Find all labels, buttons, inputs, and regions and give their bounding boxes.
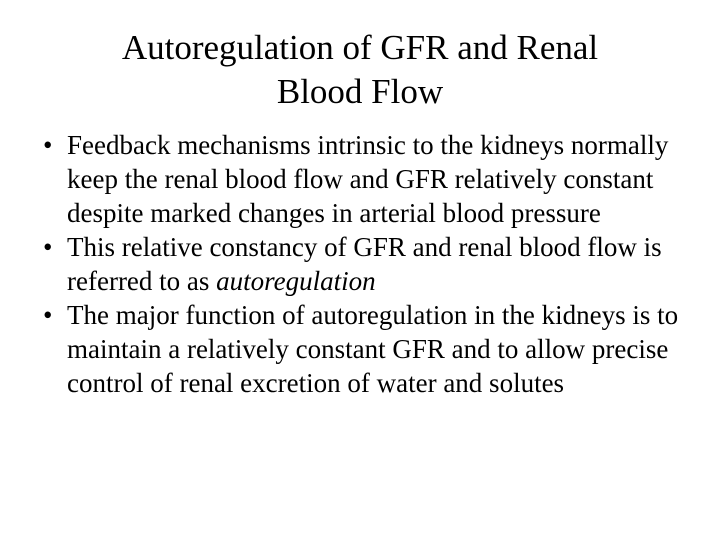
bullet-point-icon: • — [43, 300, 53, 330]
page-title: Autoregulation of GFR and Renal Blood Fl… — [0, 26, 720, 114]
slide-body: • Feedback mechanisms intrinsic to the k… — [36, 128, 684, 400]
list-item-text-plain: The major function of autoregulation in … — [67, 300, 679, 398]
list-item-text-plain: This relative constancy of GFR and renal… — [67, 232, 662, 296]
list-item-emphasis: autoregulation — [216, 266, 376, 296]
bullet-point-icon: • — [43, 130, 53, 160]
bullet-list: • Feedback mechanisms intrinsic to the k… — [36, 128, 684, 400]
list-item-text: Feedback mechanisms intrinsic to the kid… — [67, 128, 684, 230]
title-line-1: Autoregulation of GFR and Renal — [121, 28, 599, 67]
list-item-text-plain: Feedback mechanisms intrinsic to the kid… — [67, 130, 669, 228]
list-item-text: The major function of autoregulation in … — [67, 298, 684, 400]
bullet-point-icon: • — [43, 232, 53, 262]
list-item: • Feedback mechanisms intrinsic to the k… — [36, 128, 684, 230]
list-item-text: This relative constancy of GFR and renal… — [67, 230, 684, 298]
list-item: • The major function of autoregulation i… — [36, 298, 684, 400]
title-line-2: Blood Flow — [276, 72, 444, 111]
list-item: • This relative constancy of GFR and ren… — [36, 230, 684, 298]
